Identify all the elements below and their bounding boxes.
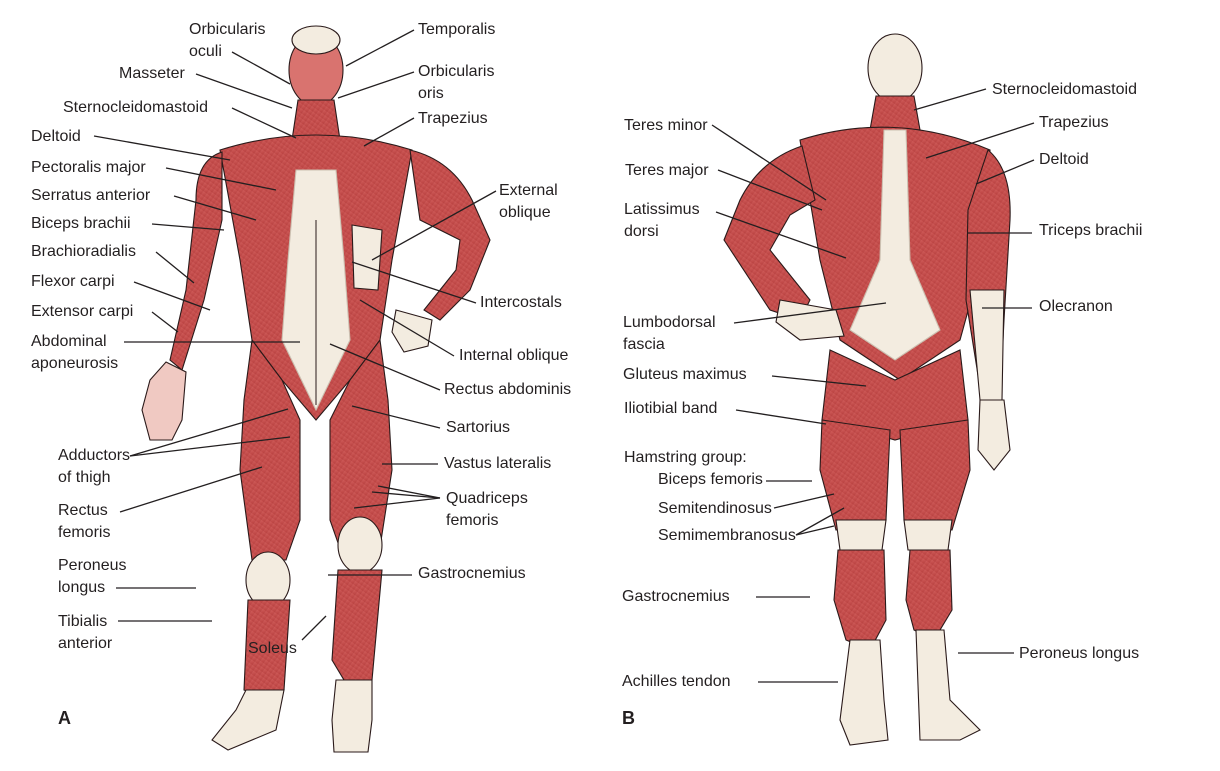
label-teres-minor: Teres minor: [624, 117, 708, 134]
label-sartorius: Sartorius: [446, 419, 511, 436]
label-rectus-abdominis: Rectus abdominis: [444, 381, 572, 398]
label-tibialis-anterior-2: anterior: [58, 635, 113, 652]
label-orbicularis-oculi-2: oculi: [189, 43, 222, 60]
label-orbicularis-oris-2: oris: [418, 85, 444, 102]
label-iliotibial-band: Iliotibial band: [624, 400, 718, 417]
label-orbicularis-oris-1: Orbicularis: [418, 63, 495, 80]
label-abdominal-aponeurosis-1: Abdominal: [31, 333, 107, 350]
label-triceps-brachii: Triceps brachii: [1039, 222, 1143, 239]
label-quadriceps-femoris-1: Quadriceps: [446, 490, 528, 507]
label-flexor-carpi: Flexor carpi: [31, 273, 115, 290]
label-gastrocnemius-a: Gastrocnemius: [418, 565, 526, 582]
leader-lines-a: [93, 29, 497, 641]
label-gastrocnemius-b: Gastrocnemius: [622, 588, 730, 605]
label-peroneus-longus-a-1: Peroneus: [58, 557, 127, 574]
label-serratus-anterior: Serratus anterior: [31, 187, 151, 204]
label-intercostals: Intercostals: [480, 294, 562, 311]
label-masseter: Masseter: [119, 65, 185, 82]
label-semimembranosus: Semimembranosus: [658, 527, 796, 544]
label-peroneus-longus-b: Peroneus longus: [1019, 645, 1140, 662]
label-deltoid-b: Deltoid: [1039, 151, 1089, 168]
label-semitendinosus: Semitendinosus: [658, 500, 772, 517]
label-latissimus-dorsi-1: Latissimus: [624, 201, 700, 218]
label-trapezius-a: Trapezius: [418, 110, 488, 127]
label-vastus-lateralis: Vastus lateralis: [444, 455, 552, 472]
posterior-figure: [723, 33, 1011, 746]
label-olecranon: Olecranon: [1039, 298, 1113, 315]
label-temporalis: Temporalis: [418, 21, 496, 38]
label-internal-oblique: Internal oblique: [459, 347, 569, 364]
label-brachioradialis: Brachioradialis: [31, 243, 136, 260]
anterior-figure: [141, 25, 491, 753]
label-deltoid-a: Deltoid: [31, 128, 81, 145]
label-trapezius-b: Trapezius: [1039, 114, 1109, 131]
label-achilles-tendon: Achilles tendon: [622, 673, 731, 690]
label-biceps-femoris: Biceps femoris: [658, 471, 763, 488]
label-peroneus-longus-a-2: longus: [58, 579, 106, 596]
panel-letter-a: A: [58, 708, 71, 728]
label-sternocleidomastoid-a: Sternocleidomastoid: [63, 99, 208, 116]
label-external-oblique-2: oblique: [499, 204, 551, 221]
label-pectoralis-major: Pectoralis major: [31, 159, 146, 176]
label-lumbodorsal-fascia-2: fascia: [623, 336, 665, 353]
label-quadriceps-femoris-2: femoris: [446, 512, 499, 529]
label-external-oblique-1: External: [499, 182, 558, 199]
label-rectus-femoris-1: Rectus: [58, 502, 108, 519]
label-abdominal-aponeurosis-2: aponeurosis: [31, 355, 119, 372]
label-lumbodorsal-fascia-1: Lumbodorsal: [623, 314, 716, 331]
label-adductors-of-thigh-2: of thigh: [58, 469, 111, 486]
label-extensor-carpi: Extensor carpi: [31, 303, 134, 320]
label-rectus-femoris-2: femoris: [58, 524, 111, 541]
label-soleus: Soleus: [248, 640, 297, 657]
label-biceps-brachii: Biceps brachii: [31, 215, 131, 232]
label-tibialis-anterior-1: Tibialis: [58, 613, 108, 630]
label-latissimus-dorsi-2: dorsi: [624, 223, 659, 240]
label-gluteus-maximus: Gluteus maximus: [623, 366, 747, 383]
panel-letter-b: B: [622, 708, 635, 728]
leader-lines-b: [711, 88, 1035, 683]
label-sternocleidomastoid-b: Sternocleidomastoid: [992, 81, 1137, 98]
label-orbicularis-oculi-1: Orbicularis: [189, 21, 266, 38]
label-teres-major: Teres major: [625, 162, 709, 179]
label-adductors-of-thigh-1: Adductors: [58, 447, 131, 464]
label-hamstring-group: Hamstring group:: [624, 449, 747, 466]
